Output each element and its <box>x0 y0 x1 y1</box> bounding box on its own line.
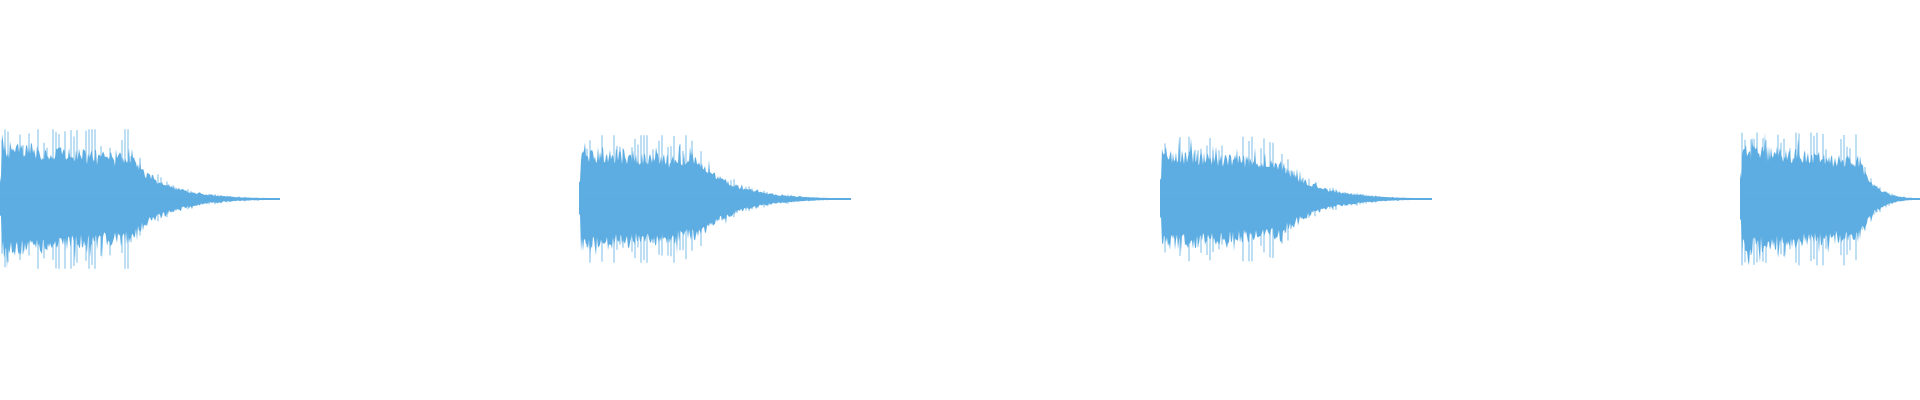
waveform-burst-4 <box>1740 132 1920 266</box>
waveform-burst-3 <box>1160 136 1432 262</box>
waveform-burst-fill <box>1160 137 1432 253</box>
waveform-burst-1 <box>0 129 280 269</box>
waveform-burst-2 <box>579 135 851 263</box>
waveform-bursts <box>0 129 1920 269</box>
